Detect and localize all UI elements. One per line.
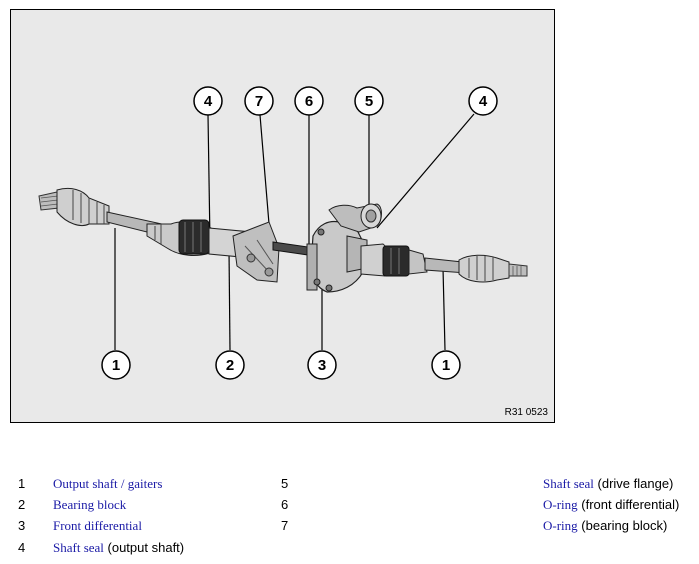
legend-item-1: Output shaft / gaiters [53,476,162,492]
svg-text:1: 1 [442,357,450,374]
callout-4-left: 4 [193,86,223,116]
svg-text:1: 1 [112,357,120,374]
legend-number-1: 1 [18,476,26,491]
legend-link-bearing-block[interactable]: Bearing block [53,497,127,512]
legend-link-shaft-seal-flange[interactable]: Shaft seal [543,476,594,491]
legend-item-5: Shaft seal (drive flange) [543,476,674,491]
svg-text:4: 4 [479,93,488,110]
legend-link-front-differential[interactable]: Front differential [53,518,142,533]
front-differential [306,203,382,293]
legend-item-7: O-ring (bearing block) [543,518,668,533]
svg-text:7: 7 [255,93,263,110]
callout-1-left: 1 [101,350,131,380]
legend-number-4: 4 [18,540,26,555]
callout-1-right: 1 [431,350,461,380]
left-drive-shaft [38,187,214,256]
legend-link-shaft-seal-output[interactable]: Shaft seal [53,540,104,555]
callout-2: 2 [215,350,245,380]
svg-text:3: 3 [318,357,326,374]
svg-text:6: 6 [305,93,313,110]
legend-item-6: O-ring (front differential) [543,497,680,512]
legend-link-o-ring-bearing-block[interactable]: O-ring [543,518,578,533]
legend-item-2: Bearing block [53,497,126,513]
legend-link-output-shaft[interactable]: Output shaft / gaiters [53,476,163,491]
legend-number-7: 7 [281,518,289,533]
right-drive-shaft [360,243,528,283]
callout-6: 6 [294,86,324,116]
svg-text:4: 4 [204,93,213,110]
legend-number-2: 2 [18,497,26,512]
diagram-figure: 4 7 6 5 4 1 2 [10,9,555,423]
bearing-block [208,221,316,283]
legend-number-5: 5 [281,476,289,491]
drive-shaft-illustration: 4 7 6 5 4 1 2 [38,86,528,380]
leader-lines [114,113,475,351]
callouts: 4 7 6 5 4 1 2 [101,86,498,380]
legend-link-o-ring-differential[interactable]: O-ring [543,497,578,512]
legend-number-3: 3 [18,518,26,533]
callout-4-right: 4 [468,86,498,116]
legend-item-3: Front differential [53,518,142,534]
svg-text:5: 5 [365,93,373,110]
callout-3: 3 [307,350,337,380]
legend-number-6: 6 [281,497,289,512]
legend-item-4: Shaft seal (output shaft) [53,540,185,555]
svg-text:2: 2 [226,357,234,374]
callout-7: 7 [244,86,274,116]
callout-5: 5 [354,86,384,116]
figure-reference-code: R31 0523 [504,407,548,418]
